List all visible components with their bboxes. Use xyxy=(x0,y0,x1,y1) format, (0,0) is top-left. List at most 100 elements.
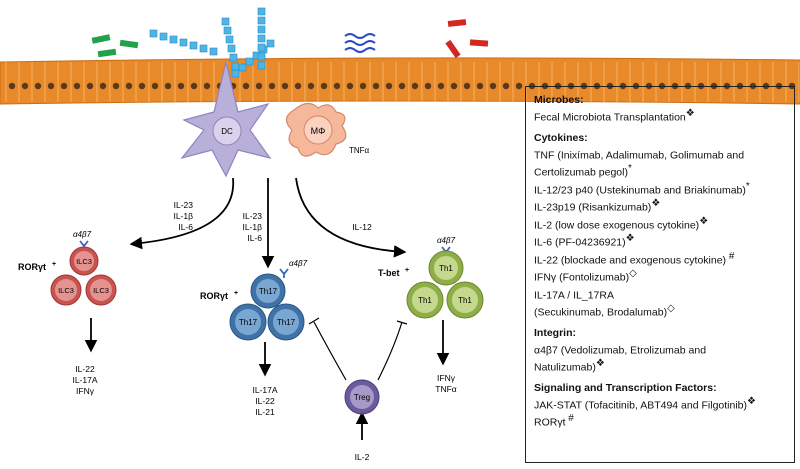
panel-line-mark: ❖ xyxy=(625,233,635,244)
panel-line-mark: * xyxy=(627,163,632,174)
epithelial-nucleus xyxy=(463,82,471,90)
microbes-red xyxy=(445,19,489,59)
epithelial-nucleus xyxy=(60,82,68,90)
bacterial-chain-segment xyxy=(257,43,266,52)
panel-line: Natulizumab)❖ xyxy=(534,357,786,375)
macrophage: MΦ TNFα xyxy=(285,102,370,157)
treg-inhibits-th1 xyxy=(377,321,403,381)
bacterial-chain-segment xyxy=(257,7,266,16)
epithelial-nucleus xyxy=(99,82,107,90)
th1-cell-right: Th1 xyxy=(458,296,472,305)
bacterial-chain-segment xyxy=(169,35,178,44)
th17-cell-right: Th17 xyxy=(277,318,296,327)
panel-line-text: TNF (Inixímab, Adalimumab, Golimumab and xyxy=(534,149,745,161)
panel-line: IL-17A / IL_17RA xyxy=(534,285,786,303)
therapy-targets-panel: Microbes:Fecal Microbiota Transplantatio… xyxy=(525,86,795,463)
panel-line-mark: ❖ xyxy=(685,108,695,119)
dc-ilc3-signal-2: IL-1β xyxy=(173,211,193,221)
epithelial-nucleus xyxy=(424,82,432,90)
bacterial-chain-segment xyxy=(257,34,266,43)
epithelial-nucleus xyxy=(125,82,133,90)
panel-line: IL-6 (PF-04236921)❖ xyxy=(534,232,786,250)
dc-ilc3-signal-3: IL-6 xyxy=(178,222,193,232)
panel-line-mark: ❖ xyxy=(699,215,709,227)
ilc3-output-1: IL-22 xyxy=(75,364,95,374)
bacterial-chain-segment xyxy=(179,38,188,47)
bacterial-chain-segment xyxy=(231,62,240,71)
epithelial-nucleus xyxy=(515,82,523,90)
panel-line-mark: ❖ xyxy=(747,395,756,407)
th1-output-1: IFNγ xyxy=(437,373,456,383)
panel-line: IL-22 (blockade and exogenous cytokine) … xyxy=(534,250,786,268)
th17-output-2: IL-22 xyxy=(255,396,275,406)
panel-line: (Secukinumab, Brodalumab)◇ xyxy=(534,302,786,320)
panel-line: TNF (Inixímab, Adalimumab, Golimumab and xyxy=(534,145,786,163)
ilc3-cell-right: ILC3 xyxy=(93,286,109,295)
epithelial-nucleus xyxy=(8,82,16,90)
bacterial-chain-segment xyxy=(257,52,266,61)
panel-line: RORγt # xyxy=(534,412,786,430)
arrows xyxy=(84,177,450,440)
microbes-blue-chains xyxy=(149,7,275,78)
epithelial-nucleus xyxy=(333,82,341,90)
epithelial-nucleus xyxy=(138,82,146,90)
panel-section-heading: Integrin: xyxy=(534,326,576,339)
epithelial-nucleus xyxy=(359,82,367,90)
epithelial-nucleus xyxy=(346,82,354,90)
panel-line: IL-23p19 (Risankizumab)❖ xyxy=(534,197,786,215)
panel-line-text: IL-17A / IL_17RA xyxy=(534,289,614,301)
bacterial-chain-segment xyxy=(209,47,218,56)
ilc3-cluster: α4β7 RORγt + ILC3 ILC3 ILC3 IL-22 IL-17A… xyxy=(18,230,117,396)
panel-line: IL-2 (low dose exogenous cytokine)❖ xyxy=(534,215,786,233)
treg-inhibits-th17 xyxy=(313,321,347,381)
panel-line: JAK-STAT (Tofacitinib, ABT494 and Filgot… xyxy=(534,395,786,413)
th17-output-1: IL-17A xyxy=(252,385,277,395)
svg-text:+: + xyxy=(234,290,238,297)
svg-text:+: + xyxy=(52,261,56,268)
bacterial-chain-segment xyxy=(159,32,168,41)
arrow-dc-to-ilc3 xyxy=(129,177,235,250)
bacterial-chain-segment xyxy=(266,39,275,48)
epithelial-nucleus xyxy=(294,82,302,90)
epithelial-nucleus xyxy=(242,82,250,90)
svg-text:+: + xyxy=(405,267,409,274)
panel-line: IFNγ (Fontolizumab)◇ xyxy=(534,267,786,285)
th1-cell-top: Th1 xyxy=(439,264,453,273)
microbes-green xyxy=(91,34,139,58)
panel-line-text: IL-6 (PF-04236921) xyxy=(534,236,626,249)
epithelial-nucleus xyxy=(502,82,510,90)
epithelial-nucleus xyxy=(268,82,276,90)
panel-section-heading: Signaling and Transcription Factors: xyxy=(534,381,717,394)
bacterial-chain-segment xyxy=(229,53,238,62)
dc-th17-signal-2: IL-1β xyxy=(242,222,262,232)
treg-cell: Treg IL-2 xyxy=(344,379,380,462)
epithelial-nucleus xyxy=(34,82,42,90)
panel-line: Certolizumab pegol)* xyxy=(534,162,786,180)
arrow-dc-to-th1 xyxy=(295,177,407,258)
th17-integrin-label: α4β7 xyxy=(289,259,308,268)
bacterial-chain-segment xyxy=(257,16,266,25)
signal-labels: IL-23 IL-1β IL-6 IL-23 IL-1β IL-6 IL-12 xyxy=(173,200,372,243)
epithelial-nucleus xyxy=(320,82,328,90)
epithelial-nucleus xyxy=(21,82,29,90)
panel-line-text: Fecal Microbiota Transplantation xyxy=(534,111,686,124)
bacterial-chain-segment xyxy=(245,57,254,66)
epithelial-nucleus xyxy=(281,82,289,90)
epithelial-nucleus xyxy=(203,82,211,90)
th17-tf-label: RORγt xyxy=(200,291,228,301)
epithelial-nucleus xyxy=(411,82,419,90)
epithelial-nucleus xyxy=(476,82,484,90)
dc-th1-signal: IL-12 xyxy=(352,222,372,232)
th1-cluster: α4β7 T-bet + Th1 Th1 Th1 IFNγ TNFα xyxy=(378,236,484,394)
th17-cluster: α4β7 RORγt + Th17 Th17 Th17 IL-17A IL-22… xyxy=(200,259,308,417)
dc-label: DC xyxy=(221,127,233,136)
epithelial-nucleus xyxy=(255,82,263,90)
bacterial-chain-segment xyxy=(149,29,158,38)
epithelial-nucleus xyxy=(385,82,393,90)
panel-line-mark: ❖ xyxy=(651,198,661,209)
th1-cell-left: Th1 xyxy=(418,296,432,305)
panel-line-text: IL-22 (blockade and exogenous cytokine) xyxy=(534,254,727,266)
macrophage-output-label: TNFα xyxy=(349,146,370,155)
panel-line-mark: ◇ xyxy=(667,303,675,314)
bacterial-chain-segment xyxy=(199,44,208,53)
